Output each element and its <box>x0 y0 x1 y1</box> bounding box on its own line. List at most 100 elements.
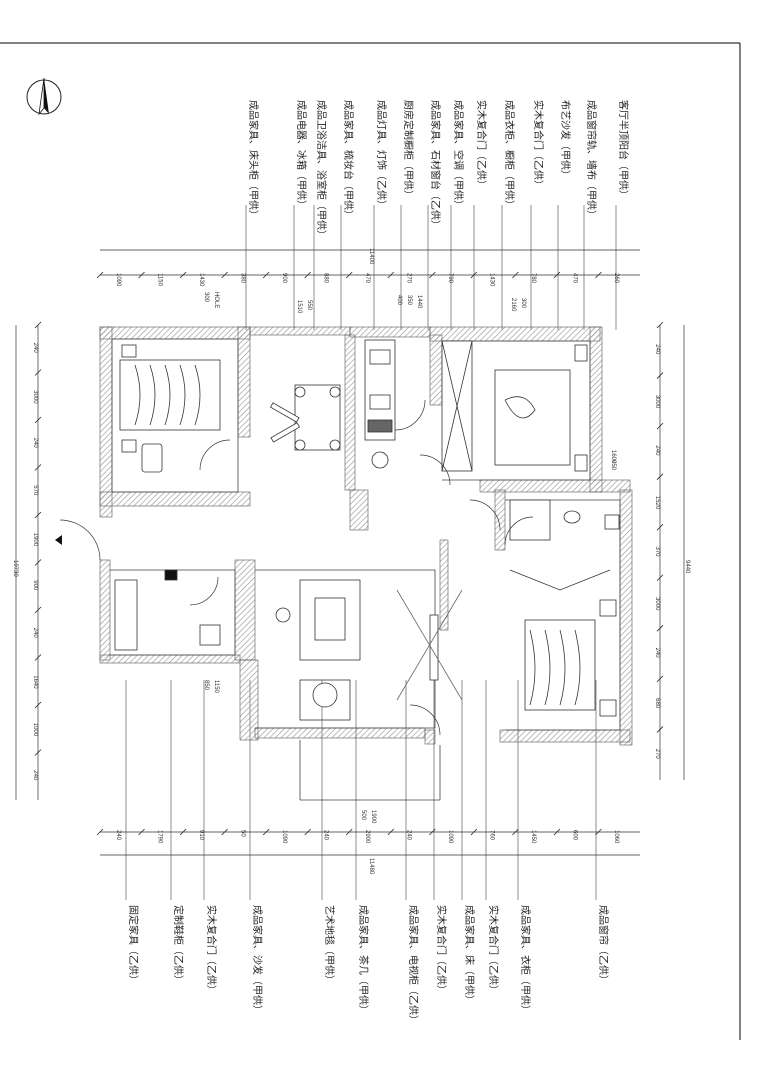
dim-tick <box>429 828 436 836</box>
dim-value: 1520 <box>654 496 660 510</box>
bathtub <box>114 579 138 651</box>
top-callout-label: 成品家具、床头柜（甲供） <box>247 100 260 220</box>
dim-tick <box>387 828 395 836</box>
dim-value: 240 <box>654 344 660 355</box>
dim-value: 1450 <box>530 830 536 844</box>
tv-cabinet <box>429 614 439 681</box>
dim-tick <box>34 321 42 329</box>
dim-tick <box>656 625 664 632</box>
dim-value: 780 <box>530 273 536 284</box>
dim-tick <box>656 473 664 480</box>
dim-value: 240 <box>406 830 412 841</box>
north-arrow-icon <box>26 77 62 116</box>
dim-tick <box>595 271 602 279</box>
dim-value: 1000 <box>32 723 38 737</box>
top-callout-label: 成品家具、石材窗台（乙供） <box>429 100 442 230</box>
dim-tick <box>656 574 664 582</box>
dim-value: 1090 <box>281 830 287 844</box>
dim-tick <box>512 271 519 279</box>
top-callout-label: 成品电器、冰箱（甲供） <box>295 100 308 210</box>
dim-tick <box>512 828 519 836</box>
dim-value: 240 <box>32 343 38 354</box>
dim-tick <box>138 828 145 836</box>
dim-tick <box>34 701 42 709</box>
overall-dimension: 10730 <box>12 560 18 577</box>
top-callout-label: 成品家具、空调（甲供） <box>452 100 465 210</box>
small-dimension-mark: 400 <box>396 295 402 306</box>
dim-value: 240 <box>32 770 38 781</box>
dim-value: 240 <box>32 628 38 639</box>
dim-tick <box>656 422 664 430</box>
bottom-callout-label: 定制鞋柜（乙供） <box>172 905 185 985</box>
dim-tick <box>656 321 664 329</box>
dimension-ticks <box>34 271 664 836</box>
dim-tick <box>179 828 187 836</box>
bed-lower-right <box>524 619 596 711</box>
bottom-callout-label: 成品家具、衣柜（甲供） <box>519 905 532 1015</box>
dim-tick <box>304 271 311 279</box>
top-callout-label: 成品衣柜、橱柜（甲供） <box>503 100 516 210</box>
dim-value: 600 <box>572 830 578 841</box>
dim-tick <box>179 271 187 279</box>
dim-value: 680 <box>654 698 660 709</box>
dim-value: 240 <box>322 830 328 841</box>
small-dimension-mark: 950 <box>610 460 616 471</box>
dim-tick <box>34 559 42 566</box>
dim-value: 3000 <box>654 597 660 611</box>
dim-tick <box>34 369 42 376</box>
furniture <box>114 339 620 721</box>
dim-tick <box>656 726 664 733</box>
walls <box>99 326 633 746</box>
dim-value: 3000 <box>32 390 38 404</box>
dimension-lines <box>15 249 685 856</box>
dim-value: 1090 <box>115 273 121 287</box>
bottom-callout-label: 实木复合门（乙供） <box>487 905 500 995</box>
top-callout-label: 厨房定制橱柜（甲供） <box>402 100 415 200</box>
bottom-callout-label: 实木复合门（乙供） <box>435 905 448 995</box>
overall-dimension: 9440 <box>684 560 690 574</box>
bottom-callout-label: 成品家具、电视柜（乙供） <box>407 905 420 1025</box>
dim-value: 760 <box>489 830 495 841</box>
bottom-callout-label: 实木复合门（乙供） <box>205 905 218 995</box>
dim-tick <box>96 828 104 836</box>
entrance-arrow-icon <box>55 535 62 545</box>
overall-dimension: 11480 <box>368 858 374 875</box>
dim-value: 1900 <box>32 533 38 547</box>
bottom-callout-label: 成品家具、茶几（甲供） <box>357 905 370 1015</box>
bottom-callout-label: 成品窗帘（乙供） <box>597 905 610 985</box>
dim-tick <box>34 464 42 471</box>
dim-tick <box>262 271 270 279</box>
dim-tick <box>345 828 353 836</box>
dim-tick <box>345 271 353 279</box>
dim-value: 1090 <box>447 830 453 844</box>
small-dimension-mark: 300 <box>520 298 526 309</box>
top-callout-label: 成品灯具、灯饰（乙供） <box>375 100 388 210</box>
top-callout-labels: 客厅半顶阳台（甲供）成品窗帘轨、墙布（甲供）布艺沙发（甲供）实木复合门（乙供）成… <box>245 100 630 330</box>
small-dimension-mark: 1510 <box>296 300 302 314</box>
dim-tick <box>470 271 478 279</box>
dim-tick <box>34 749 42 756</box>
dim-value: 900 <box>32 580 38 591</box>
dim-value: 270 <box>654 749 660 760</box>
small-dimension-mark: 350 <box>406 295 412 306</box>
dim-value: 3000 <box>654 395 660 409</box>
top-callout-label: 成品家具、梳妆台（甲供） <box>342 100 355 220</box>
dim-tick <box>470 828 478 836</box>
top-callout-label: 客厅半顶阳台（甲供） <box>617 100 630 200</box>
top-callout-label: 布艺沙发（甲供） <box>559 100 572 180</box>
dim-value: 910 <box>198 830 204 841</box>
bottom-callout-label: 艺术地毯（甲供） <box>323 905 336 985</box>
dim-value: 380 <box>239 273 245 284</box>
chair-upper-left <box>141 443 163 473</box>
small-dimension-mark: HOLE <box>213 292 219 308</box>
dim-tick <box>595 828 602 836</box>
dim-tick <box>34 511 42 519</box>
dim-value: 260 <box>613 273 619 284</box>
dim-tick <box>656 675 664 683</box>
bottom-callout-label: 成品家具、床（甲供） <box>463 905 476 1005</box>
bottom-callout-label: 固定家具（乙供） <box>127 905 140 985</box>
dim-tick <box>304 828 311 836</box>
small-dimension-mark: 500 <box>360 810 366 821</box>
